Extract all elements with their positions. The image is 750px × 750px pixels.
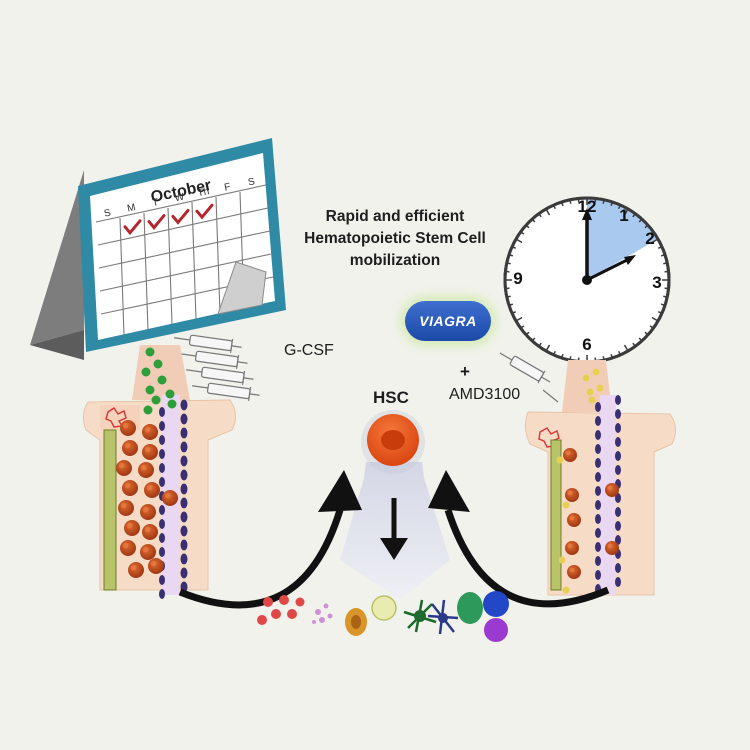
calendar-day-3: W bbox=[174, 191, 186, 204]
calendar-day-0: S bbox=[103, 207, 112, 219]
viagra-pill: VIAGRA bbox=[405, 301, 491, 341]
blood-cell-lineages bbox=[257, 591, 509, 642]
left-mobilization-arrow bbox=[178, 508, 344, 609]
left-bone-marrow bbox=[82, 345, 236, 599]
gcsf-label: G-CSF bbox=[284, 342, 334, 359]
clock: 12 12 3 6 9 bbox=[503, 196, 671, 364]
title-line-1: Rapid and efficient bbox=[325, 208, 465, 225]
calendar-day-6: S bbox=[247, 176, 256, 188]
right-mobilization-arrow bbox=[444, 508, 610, 608]
clock-number-2: 2 bbox=[645, 229, 654, 248]
calendar-day-5: F bbox=[223, 182, 231, 194]
clock-number-3: 3 bbox=[652, 273, 661, 292]
calendar-stand bbox=[30, 170, 84, 345]
calendar-day-2: T bbox=[151, 197, 159, 209]
calendar-check-Th bbox=[195, 203, 214, 220]
clock-numbers: 12 12 3 6 9 bbox=[513, 197, 661, 354]
amd3100-syringe bbox=[499, 352, 559, 403]
differentiation-arrow-head bbox=[380, 538, 408, 560]
calendar-check-W bbox=[171, 208, 190, 225]
clock-number-1: 1 bbox=[619, 206, 628, 225]
amd3100-label: AMD3100 bbox=[449, 386, 521, 403]
title-line-3: mobilization bbox=[349, 252, 441, 269]
calendar-day-4: Th bbox=[197, 186, 211, 199]
gcsf-syringes bbox=[174, 334, 260, 401]
plus-sign: + bbox=[460, 362, 470, 381]
clock-number-12: 12 bbox=[578, 197, 597, 216]
calendar-day-1: M bbox=[126, 202, 136, 214]
diagram-title: Rapid and efficient Hematopoietic Stem C… bbox=[270, 206, 520, 272]
calendar-check-M bbox=[123, 219, 142, 236]
right-bone-marrow bbox=[524, 360, 676, 596]
calendar-check-T bbox=[147, 214, 166, 230]
hsc-label: HSC bbox=[373, 388, 409, 407]
clock-hour-hand bbox=[586, 256, 632, 282]
clock-number-9: 9 bbox=[513, 269, 522, 288]
clock-number-6: 6 bbox=[582, 335, 591, 354]
calendar-page-curl bbox=[217, 261, 267, 315]
title-line-2: Hematopoietic Stem Cell bbox=[304, 230, 486, 247]
calendar-day-headers: S M T W Th F S bbox=[103, 176, 256, 219]
calendar-checkmarks bbox=[123, 203, 214, 236]
